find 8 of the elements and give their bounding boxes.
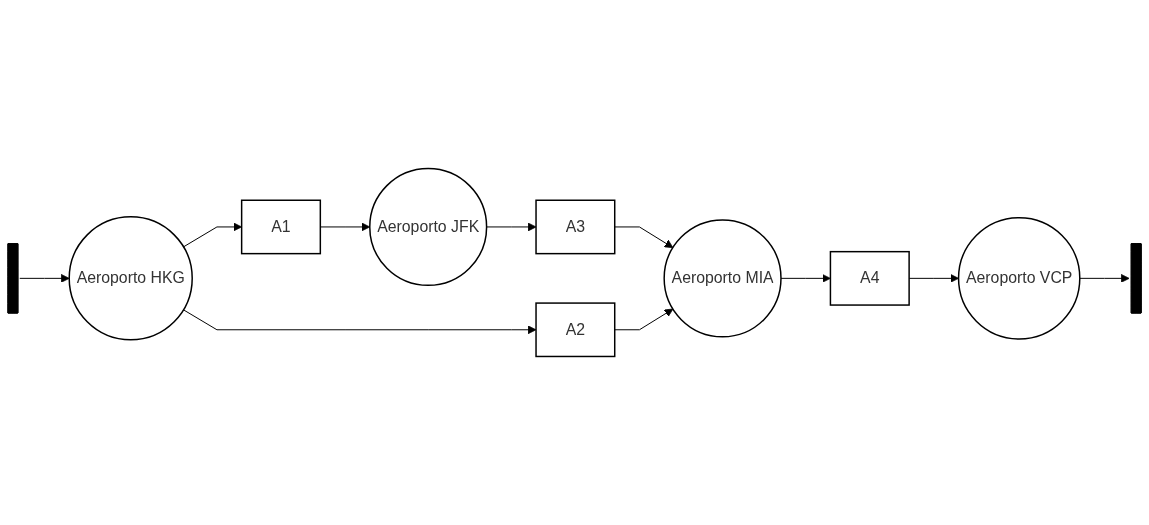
- node-circle: Aeroporto JFK: [369, 167, 488, 287]
- node-box: A3: [535, 199, 616, 255]
- node-circle: Aeroporto MIA: [663, 219, 782, 338]
- node-box: A1: [240, 199, 322, 255]
- node-box: A2: [535, 302, 616, 358]
- node-box: A4: [829, 250, 910, 306]
- node-circle: Aeroporto VCP: [957, 217, 1081, 340]
- node-circle: Aeroporto HKG: [68, 216, 193, 341]
